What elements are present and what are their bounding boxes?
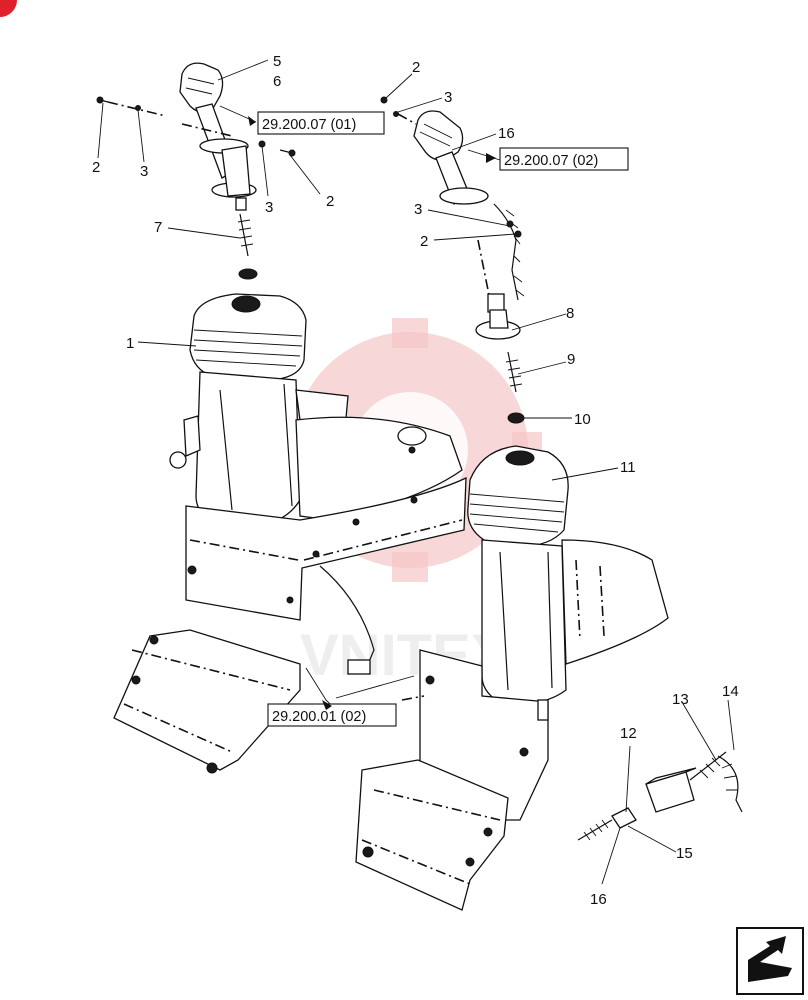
callout-3: 3	[414, 201, 422, 218]
ref-box-29-200-07-01[interactable]: 29.200.07 (01)	[257, 111, 385, 135]
callout-8: 9	[567, 351, 575, 368]
callout-5: 6	[273, 73, 281, 90]
callout-4: 5	[273, 53, 281, 70]
ref-arrowheads	[248, 116, 496, 710]
left-joystick-handle	[179, 62, 258, 280]
left-fasteners	[96, 96, 321, 197]
callout-2: 2	[92, 159, 100, 176]
callout-2: 2	[412, 59, 420, 76]
callout-16: 16	[498, 125, 515, 142]
callout-14: 15	[676, 845, 693, 862]
callout-13: 14	[722, 683, 739, 700]
left-console-body	[113, 293, 467, 774]
callout-1: 1	[126, 335, 134, 352]
callout-2: 2	[420, 233, 428, 250]
svg-text:29.200.07 (02): 29.200.07 (02)	[504, 153, 598, 169]
ref-box-29-200-01-02[interactable]: 29.200.01 (02)	[267, 703, 397, 727]
callout-9: 10	[574, 411, 591, 428]
page-badge	[0, 0, 17, 17]
callout-3: 3	[140, 163, 148, 180]
callout-6: 7	[154, 219, 162, 236]
ref-box-29-200-07-02[interactable]: 29.200.07 (02)	[499, 147, 629, 171]
right-joystick-handle	[413, 110, 525, 424]
callout-11: 12	[620, 725, 637, 742]
callout-12: 13	[672, 691, 689, 708]
callout-7: 8	[566, 305, 574, 322]
callout-3: 3	[265, 199, 273, 216]
svg-text:29.200.07 (01): 29.200.07 (01)	[262, 117, 356, 133]
callout-2: 2	[326, 193, 334, 210]
callout-3: 3	[444, 89, 452, 106]
callout-labels: 5 6 2 3 3 2 7 1 2 3 16 3 2 8 9 10 11 12 …	[92, 53, 739, 908]
callout-10: 11	[620, 459, 636, 476]
callout-15: 16	[590, 891, 607, 908]
svg-text:29.200.01 (02): 29.200.01 (02)	[272, 709, 366, 725]
switch-parts	[577, 751, 743, 841]
next-page-arrow-icon[interactable]	[736, 927, 804, 995]
right-console-body	[355, 445, 669, 911]
